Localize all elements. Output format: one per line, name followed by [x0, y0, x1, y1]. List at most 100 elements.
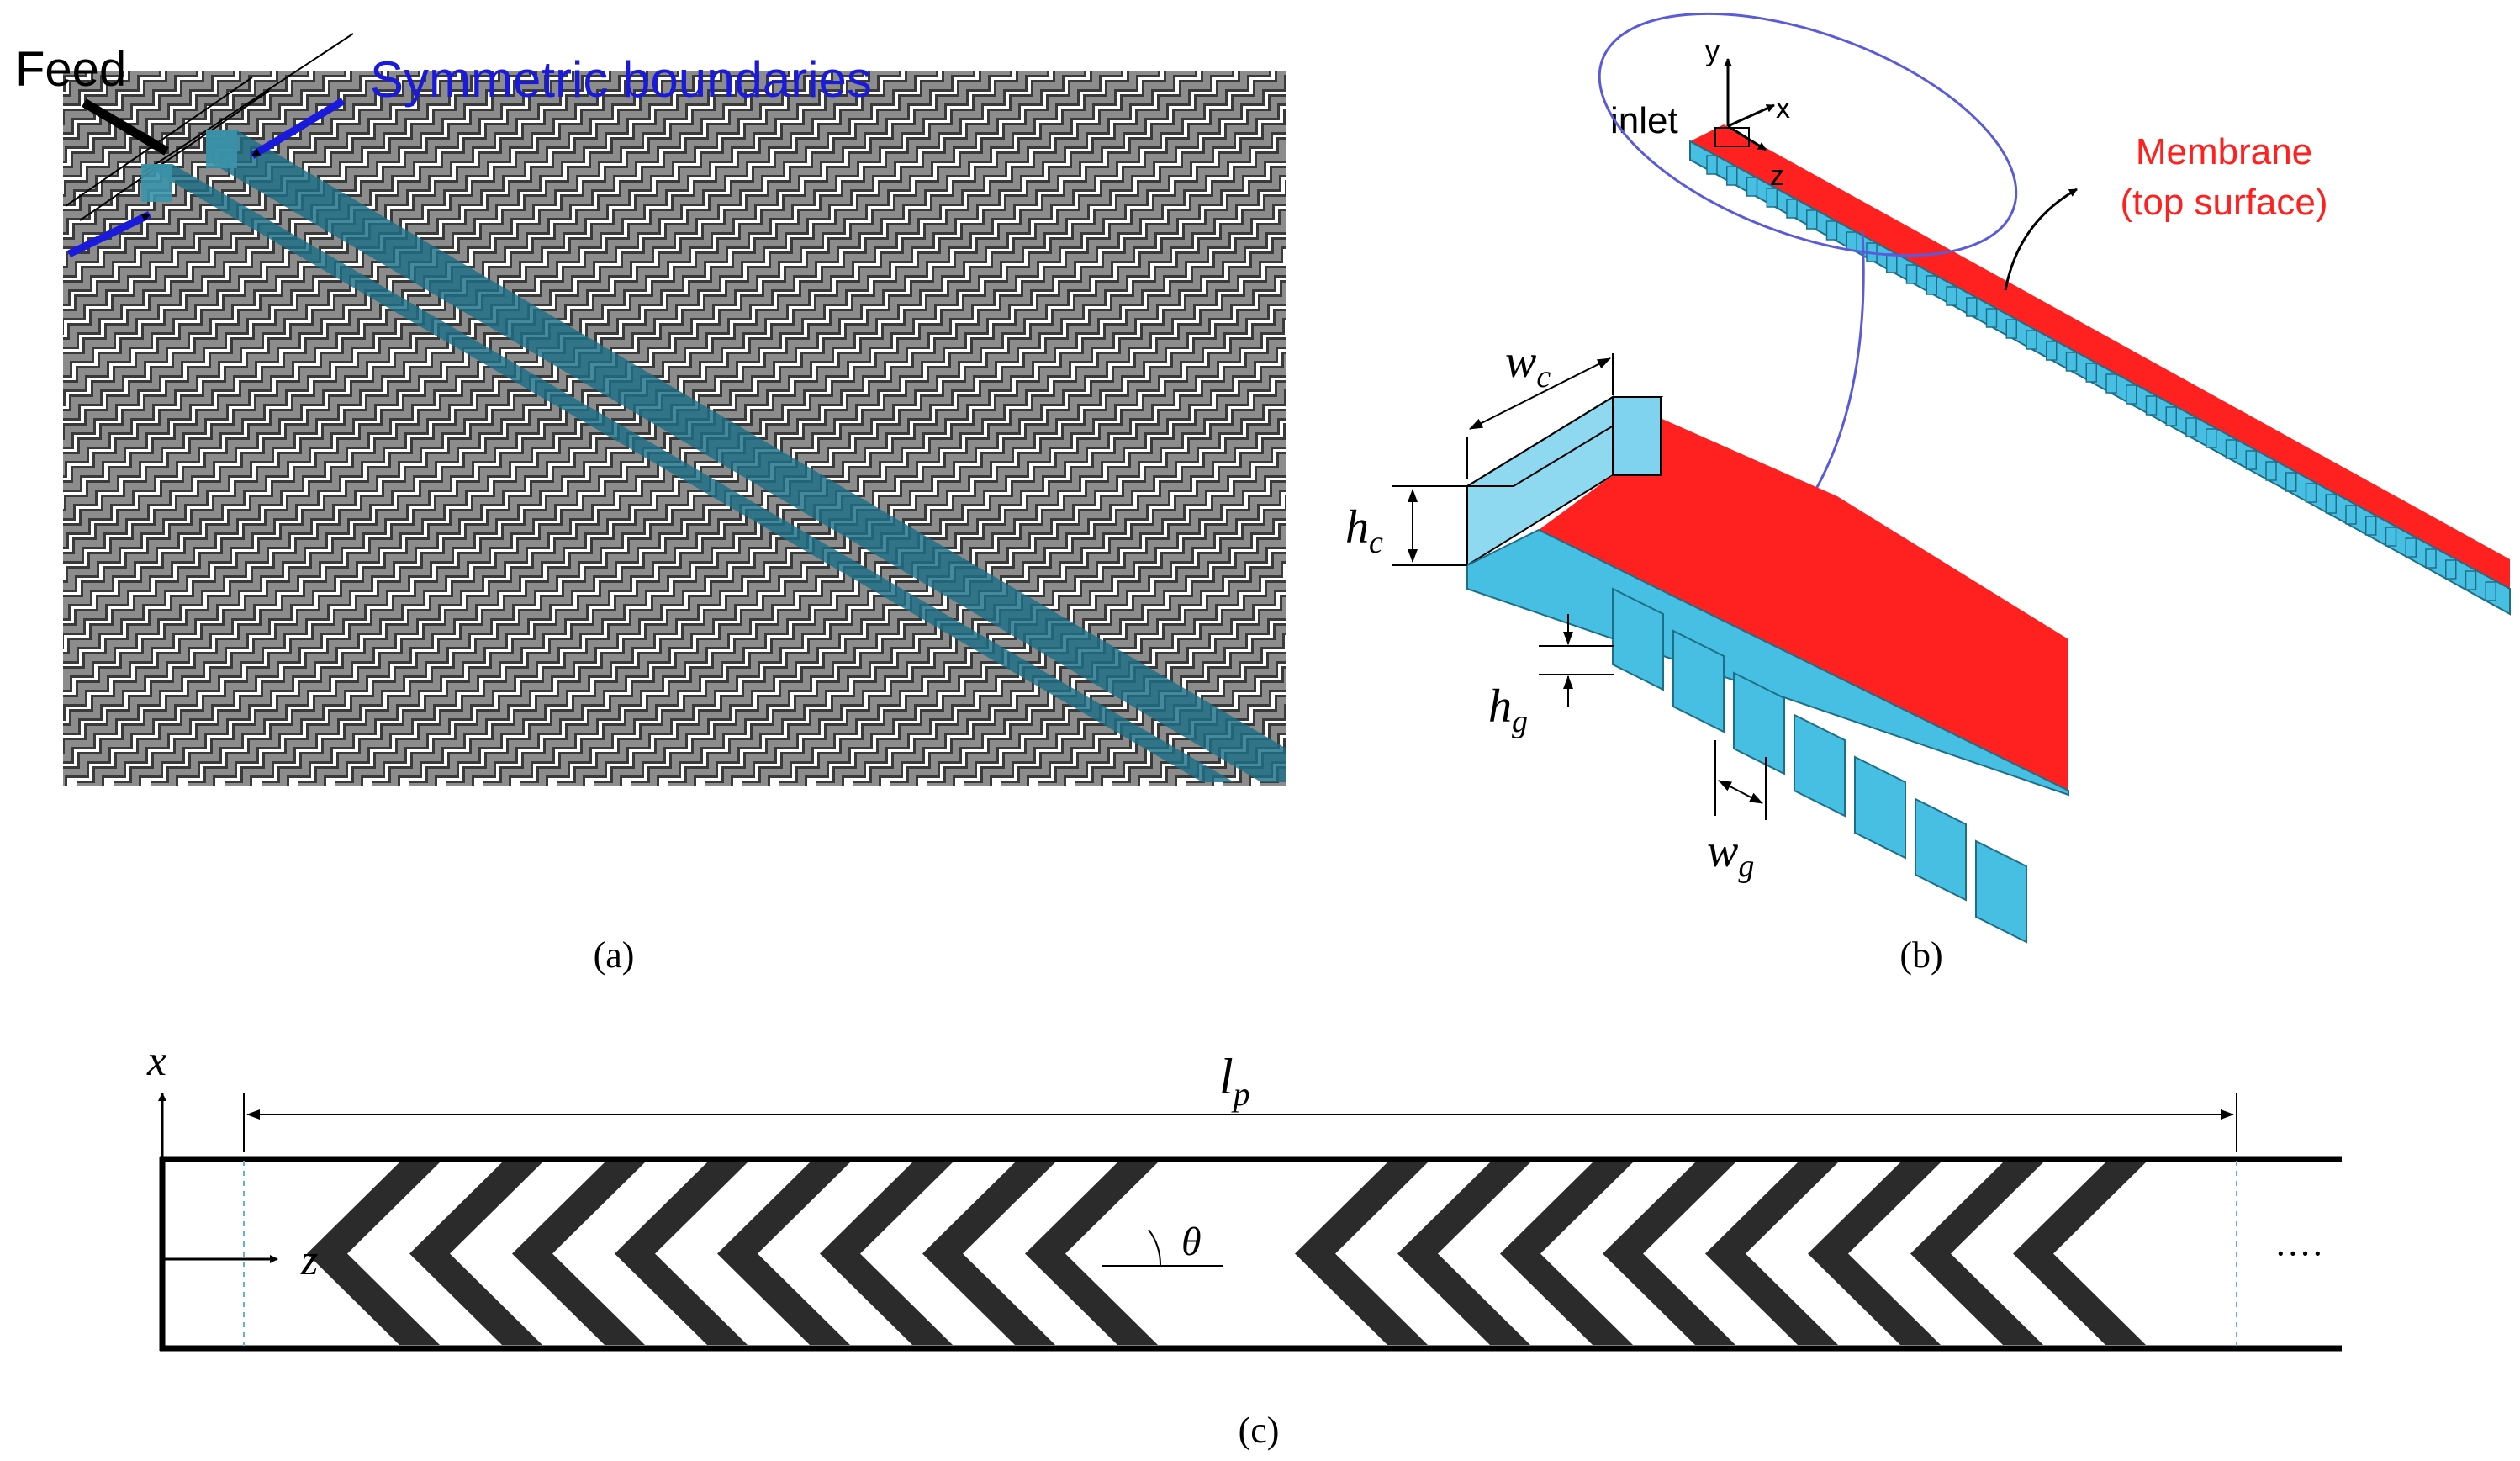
groove-tooth — [2165, 406, 2177, 426]
groove-tooth — [1886, 253, 1898, 273]
spacer-staircase-face — [483, 268, 1286, 786]
symmetric-arrow-left — [67, 210, 151, 258]
groove-tooth — [2485, 581, 2496, 601]
chevron — [1397, 1162, 1530, 1345]
dimension-hg: hg — [1488, 614, 1614, 739]
panel-b: y x z inlet Membrane (top surface) wc — [1345, 12, 2511, 976]
chevron — [307, 1162, 440, 1345]
spacer-staircase-face — [63, 71, 788, 547]
spacer-staircase-face — [298, 140, 1286, 786]
chevron — [717, 1162, 850, 1345]
groove-tooth — [2065, 352, 2078, 372]
axis-z-label: z — [1770, 160, 1784, 192]
spacer-staircase-face — [63, 71, 1121, 761]
feed-arrow — [82, 98, 169, 156]
chevron — [1910, 1162, 2043, 1345]
dimension-wg: wg — [1707, 740, 1767, 884]
groove-tooth — [1846, 231, 1857, 251]
dimension-lp: lp — [243, 1049, 2237, 1152]
groove-tooth-zoom — [1794, 713, 1846, 818]
groove-tooth — [2325, 494, 2337, 514]
spacer-staircase-face — [63, 71, 825, 561]
groove-tooth-zoom — [1612, 587, 1664, 691]
groove-tooth — [1926, 275, 1937, 295]
spacer-staircase-face — [594, 340, 1286, 786]
hg-label: hg — [1488, 680, 1528, 739]
groove-tooth — [1786, 199, 1798, 219]
chevron — [1705, 1162, 1838, 1345]
spacer-staircase-face — [557, 311, 1286, 786]
dimension-hc: hc — [1345, 485, 1467, 566]
spacer-staircase-face — [63, 71, 677, 475]
axis-z-label-c: z — [300, 1236, 318, 1284]
ellipsis-label: ···· — [2274, 1233, 2324, 1274]
groove-teeth-long — [1706, 155, 2496, 601]
wc-label: wc — [1505, 336, 1551, 394]
caption-a: (a) — [594, 934, 635, 976]
axis-x-label: x — [1776, 93, 1790, 124]
chevron — [820, 1162, 953, 1345]
groove-tooth — [1706, 155, 1718, 175]
lp-label: lp — [1219, 1049, 1250, 1113]
panel-c: lp x z θ ···· (c) — [146, 1037, 2342, 1451]
hc-label: hc — [1345, 501, 1383, 560]
groove-tooth — [1946, 286, 1957, 306]
groove-tooth — [2285, 472, 2297, 492]
spacer-staircase-face — [63, 71, 973, 661]
groove-tooth-zoom — [1915, 797, 1967, 902]
groove-tooth — [2085, 363, 2097, 383]
groove-tooth — [2465, 570, 2477, 590]
channel-outline — [159, 1156, 2342, 1352]
groove-tooth — [1966, 297, 1978, 317]
theta-label: θ — [1181, 1220, 1202, 1264]
spacer-staircase-face — [63, 71, 529, 375]
groove-tooth — [1905, 264, 1918, 284]
membrane-label-line2: (top surface) — [2121, 182, 2328, 223]
spacer-staircase-face — [63, 71, 899, 618]
spacer-staircase-face — [631, 354, 1286, 786]
groove-teeth-zoom — [1612, 587, 2027, 944]
axis-y-label: y — [1705, 35, 1720, 67]
groove-tooth — [1985, 308, 1998, 328]
spacer-staircase-face — [705, 411, 1286, 786]
groove-tooth — [2245, 450, 2257, 470]
spacer-staircase-face — [668, 383, 1286, 786]
groove-tooth — [2385, 527, 2397, 547]
groove-tooth-zoom — [1975, 839, 2027, 944]
groove-tooth — [1825, 220, 1838, 241]
groove-tooth-zoom — [1854, 755, 1906, 860]
panel-a: Feed Symmetric boundaries (a) — [15, 33, 1286, 976]
panel-c-axes — [158, 1093, 278, 1263]
symmetric-boundaries-label: Symmetric boundaries — [370, 51, 872, 108]
groove-tooth — [2225, 439, 2237, 459]
spacer-staircase-face — [779, 454, 1286, 786]
groove-tooth — [2305, 483, 2317, 503]
spacer-staircase-face — [63, 71, 566, 404]
chevron — [1808, 1162, 1941, 1345]
spacer-staircase-face — [1001, 597, 1286, 786]
chevron — [2013, 1162, 2146, 1345]
membrane-pointer-arrow — [2004, 188, 2078, 291]
spacer-staircase-face — [63, 71, 751, 518]
boundary-band-2 — [206, 130, 1286, 782]
groove-tooth — [2445, 559, 2457, 580]
inlet-label: inlet — [1610, 100, 1678, 141]
caption-b: (b) — [1899, 934, 1942, 976]
groove-tooth — [2265, 461, 2277, 481]
zoom-right-face — [1612, 396, 1662, 476]
spacer-staircase-face — [890, 526, 1286, 786]
chevron — [1500, 1162, 1633, 1345]
spacer-staircase-face — [63, 71, 862, 590]
spacer-staircase-face — [63, 71, 640, 447]
spacer-staircase-face — [335, 168, 1286, 786]
groove-tooth-zoom — [1672, 629, 1725, 733]
groove-tooth — [2185, 417, 2197, 437]
chevron — [409, 1162, 542, 1345]
spacer-staircase-face — [1038, 626, 1286, 786]
spacer-staircase-face — [114, 71, 1232, 786]
groove-tooth — [2425, 548, 2437, 569]
groove-tooth — [1746, 177, 1758, 197]
chevron — [1603, 1162, 1735, 1345]
wg-label: wg — [1707, 825, 1754, 884]
